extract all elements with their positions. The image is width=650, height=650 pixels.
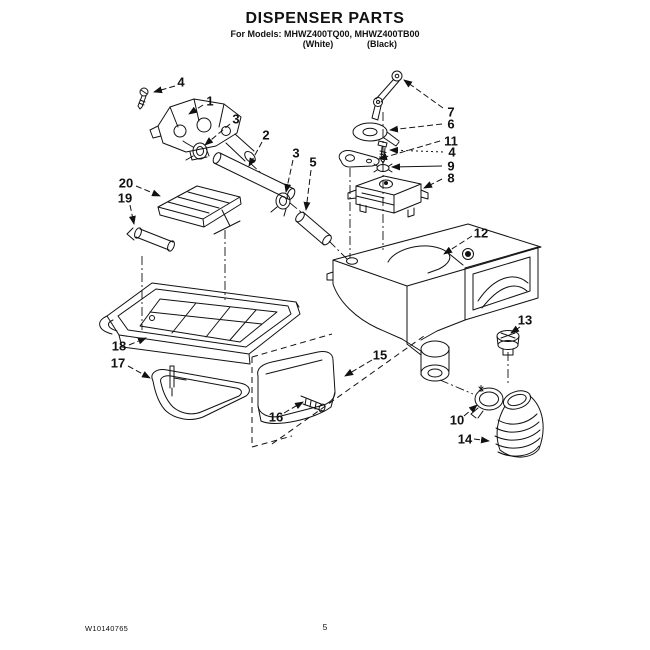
page-number: 5 <box>322 622 328 632</box>
page-title: DISPENSER PARTS <box>245 10 405 27</box>
part-4-screw-right-drawing <box>377 140 388 164</box>
callout-number-8-11: 8 <box>447 171 454 186</box>
models-line: For Models: MHWZ400TQ00, MHWZ400TB00 <box>230 29 420 39</box>
part-11-lever-drawing <box>338 150 380 168</box>
part-18-dispenser-drawer-drawing <box>99 282 301 365</box>
document-number: W10140765 <box>85 624 129 633</box>
header: DISPENSER PARTS For Models: MHWZ400TQ00,… <box>0 0 650 51</box>
leader-line-3-2 <box>204 123 231 146</box>
leader-line-3-4 <box>284 159 294 193</box>
leader-line-16-17 <box>283 401 304 414</box>
leader-line-1-1 <box>188 104 204 115</box>
leader-line-7-6 <box>403 79 444 109</box>
part-3-hose-clamp-upper-drawing <box>182 140 208 161</box>
callout-number-4-9: 4 <box>448 145 456 160</box>
callout-number-17-19: 17 <box>111 356 125 371</box>
black-variant-label: (Black) <box>366 39 398 49</box>
leader-line-15-16 <box>344 359 373 377</box>
callout-number-4-0: 4 <box>177 75 185 90</box>
callout-number-19-21: 19 <box>118 191 132 206</box>
white-variant-label: (White) <box>302 39 334 49</box>
callout-number-13-13: 13 <box>518 313 532 328</box>
leader-line-14-15 <box>473 436 490 444</box>
part-1-water-inlet-valve-drawing <box>149 98 256 164</box>
callout-number-5-5: 5 <box>309 155 316 170</box>
leader-line-18-18 <box>128 337 147 346</box>
part-6-cam-disc-drawing <box>352 122 400 147</box>
callout-number-3-4: 3 <box>292 146 299 161</box>
leader-line-19-21 <box>128 204 136 225</box>
part-19-small-tube-drawing <box>126 227 175 252</box>
leader-line-8-11 <box>423 178 443 189</box>
part-14-corrugated-hose-drawing <box>494 390 544 458</box>
leader-line-12-12 <box>443 235 473 255</box>
leader-line-5-5 <box>303 169 312 211</box>
part-17-lower-tray-drawing <box>151 365 250 420</box>
leader-line-20-20 <box>135 185 161 197</box>
part-3-hose-clamp-lower-drawing <box>270 192 291 217</box>
part-20-insert-lid-drawing <box>157 185 242 235</box>
callout-number-7-6: 7 <box>447 105 454 120</box>
color-variants-row: (White) (Black) <box>0 39 650 51</box>
callout-number-10-14: 10 <box>450 413 464 428</box>
callout-number-1-1: 1 <box>206 94 213 109</box>
callout-number-16-17: 16 <box>269 410 283 425</box>
part-9-washer-drawing <box>373 161 393 173</box>
callout-number-6-7: 6 <box>447 117 454 132</box>
callout-number-15-16: 15 <box>373 348 387 363</box>
leader-line-9-10 <box>391 163 443 171</box>
part-12-dispenser-housing-drawing <box>326 223 542 382</box>
callout-number-20-20: 20 <box>119 176 133 191</box>
part-4-screw-top-left-drawing <box>137 87 149 110</box>
leader-line-11-8 <box>378 140 441 161</box>
part-10-clamp-ring-drawing <box>470 385 504 419</box>
part-5-short-hose-drawing <box>295 211 332 246</box>
callout-number-11-8: 11 <box>444 134 458 149</box>
leader-line-10-14 <box>463 404 478 417</box>
part-8-actuator-motor-drawing <box>347 175 429 218</box>
part-16-siphon-insert-drawing <box>257 351 336 424</box>
assembly-axis-lines <box>141 112 509 395</box>
leader-line-6-7 <box>389 123 443 133</box>
callout-number-18-18: 18 <box>112 339 126 354</box>
callout-number-3-2: 3 <box>232 112 239 127</box>
leader-line-4-0 <box>153 85 176 94</box>
leader-line-17-19 <box>127 365 151 379</box>
leader-line-4-9 <box>389 146 444 154</box>
callout-number-12-12: 12 <box>474 226 488 241</box>
leader-line-2-3 <box>248 141 263 167</box>
part-15-placement-outline-drawing <box>251 333 425 448</box>
leader-line-13-13 <box>510 325 521 334</box>
callout-number-2-3: 2 <box>262 128 269 143</box>
callout-number-14-15: 14 <box>458 432 473 447</box>
part-7-linkage-arm-drawing <box>371 70 403 121</box>
callout-number-9-10: 9 <box>447 159 454 174</box>
part-13-cap-drawing <box>496 330 520 356</box>
